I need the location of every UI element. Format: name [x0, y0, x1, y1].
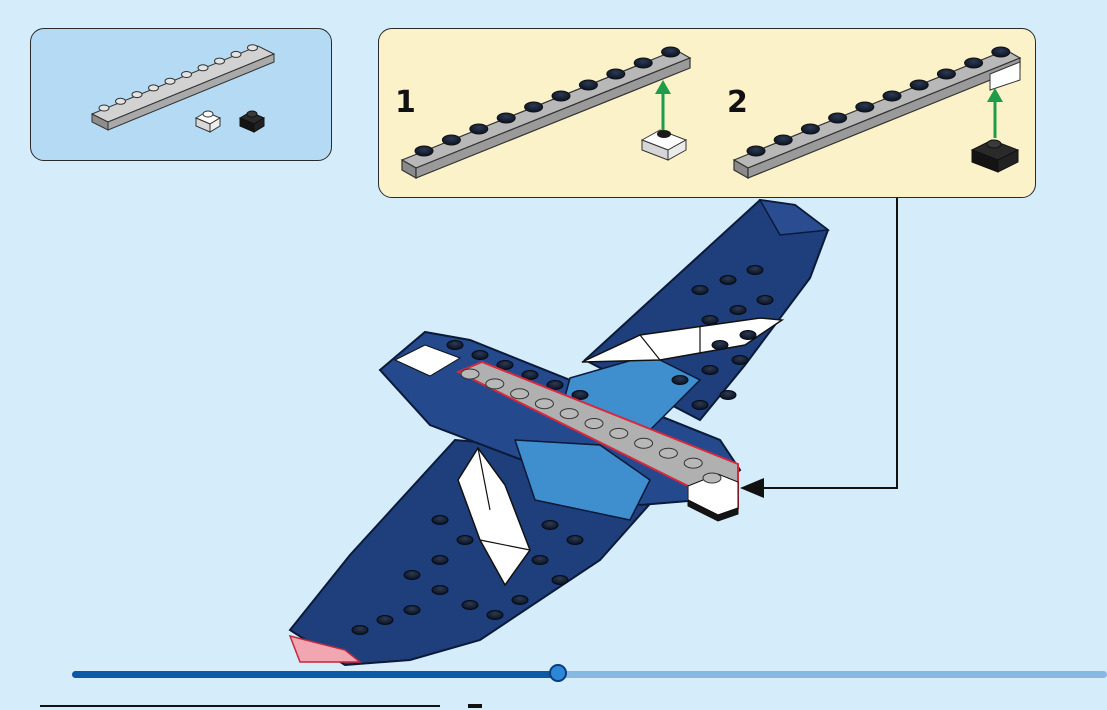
stud — [965, 58, 983, 68]
step1-grey-plate — [402, 47, 690, 178]
bottom-marker — [468, 704, 482, 708]
stud — [432, 516, 448, 525]
stud — [512, 596, 528, 605]
stud — [470, 124, 488, 134]
stud — [692, 401, 708, 410]
stud — [149, 85, 159, 91]
stud — [457, 536, 473, 545]
stud — [116, 98, 126, 104]
stud — [829, 113, 847, 123]
stud — [535, 399, 553, 409]
stud — [585, 419, 603, 429]
stud — [692, 286, 708, 295]
part-black-plate-1x1 — [240, 111, 264, 132]
stud — [461, 369, 479, 379]
stud — [198, 65, 208, 71]
step2-black-plate — [972, 140, 1018, 172]
stud — [672, 376, 688, 385]
stud — [883, 91, 901, 101]
stud — [659, 448, 677, 458]
stud — [567, 536, 583, 545]
stud — [415, 146, 433, 156]
stud — [703, 473, 721, 483]
stud — [432, 556, 448, 565]
stud — [801, 124, 819, 134]
stud — [684, 458, 702, 468]
stud — [937, 69, 955, 79]
part-white-plate-1x1 — [196, 111, 220, 132]
stud — [132, 92, 142, 98]
stud — [774, 135, 792, 145]
stud — [607, 69, 625, 79]
stud — [579, 80, 597, 90]
stud — [662, 47, 680, 57]
stud — [532, 556, 548, 565]
stud — [442, 135, 460, 145]
stud — [560, 409, 578, 419]
stud — [182, 72, 192, 78]
stud — [377, 616, 393, 625]
bottom-divider — [40, 705, 440, 707]
step1-white-plate — [642, 130, 686, 160]
stud — [404, 606, 420, 615]
stud — [610, 428, 628, 438]
stud — [720, 276, 736, 285]
stud — [992, 47, 1010, 57]
stud — [747, 266, 763, 275]
stud — [635, 438, 653, 448]
stud — [747, 146, 765, 156]
stud — [447, 341, 463, 350]
stud — [511, 389, 529, 399]
stud — [248, 45, 258, 51]
stud — [552, 576, 568, 585]
stud — [542, 521, 558, 530]
stud — [730, 306, 746, 315]
stud — [757, 296, 773, 305]
stud — [712, 341, 728, 350]
stud — [732, 356, 748, 365]
progress-fill — [72, 671, 558, 678]
stud — [740, 331, 756, 340]
stud — [497, 113, 515, 123]
stud — [702, 316, 718, 325]
stud — [486, 379, 504, 389]
stud — [462, 601, 478, 610]
stud — [215, 58, 225, 64]
stud — [99, 105, 109, 111]
stud — [231, 51, 241, 57]
stud — [634, 58, 652, 68]
stud — [432, 586, 448, 595]
stud — [910, 80, 928, 90]
stud — [856, 102, 874, 112]
airplane-model — [290, 200, 828, 665]
stud — [165, 78, 175, 84]
stud — [487, 611, 503, 620]
stud — [404, 571, 420, 580]
step1-arrow — [655, 80, 671, 130]
stud — [352, 626, 368, 635]
stud — [525, 102, 543, 112]
step2-arrow — [987, 88, 1003, 138]
stud — [720, 391, 736, 400]
stud — [702, 366, 718, 375]
stud — [552, 91, 570, 101]
stud — [472, 351, 488, 360]
